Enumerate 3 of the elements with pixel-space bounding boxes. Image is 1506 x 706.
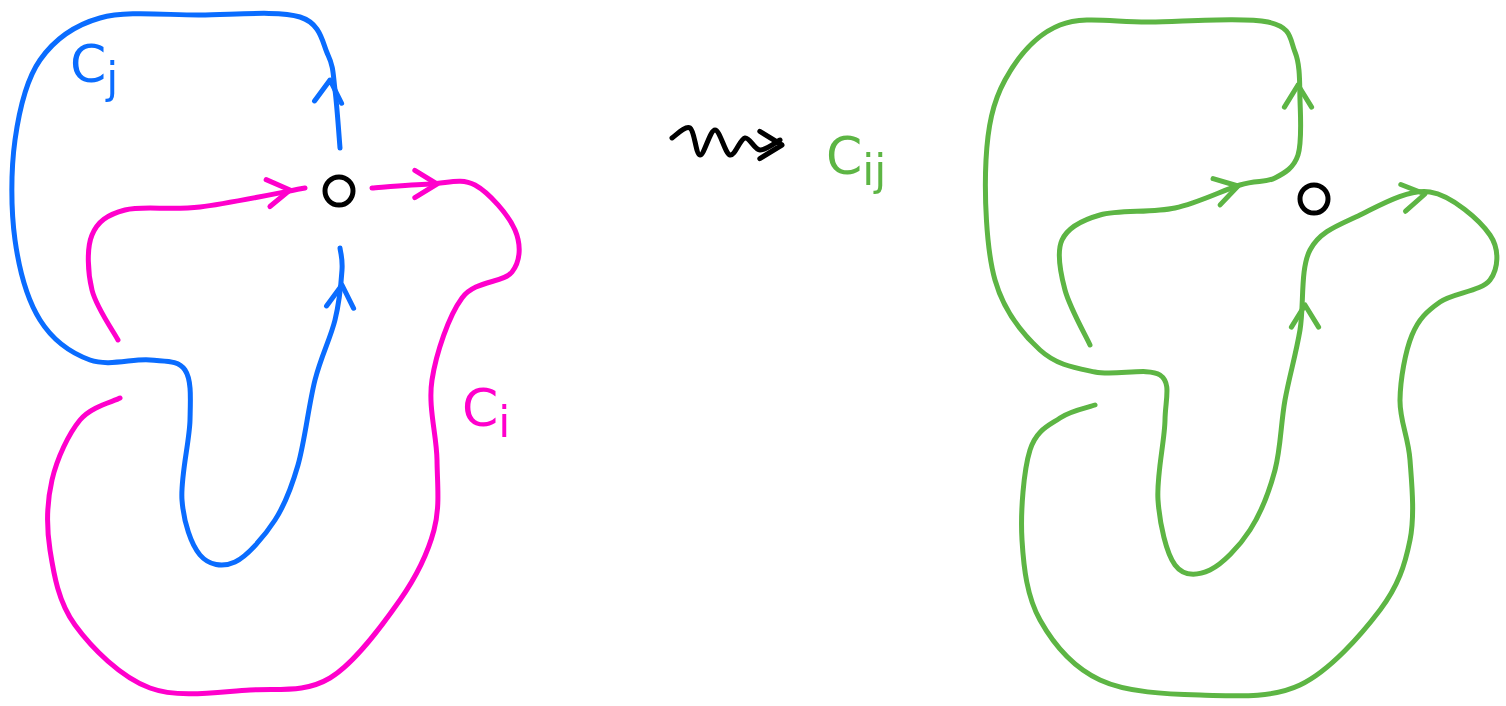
curve-label: C$_{j}$	[70, 38, 119, 101]
curve-label: C$_{ij}$	[826, 130, 887, 193]
curve-label: C$_{i}$	[462, 382, 511, 445]
